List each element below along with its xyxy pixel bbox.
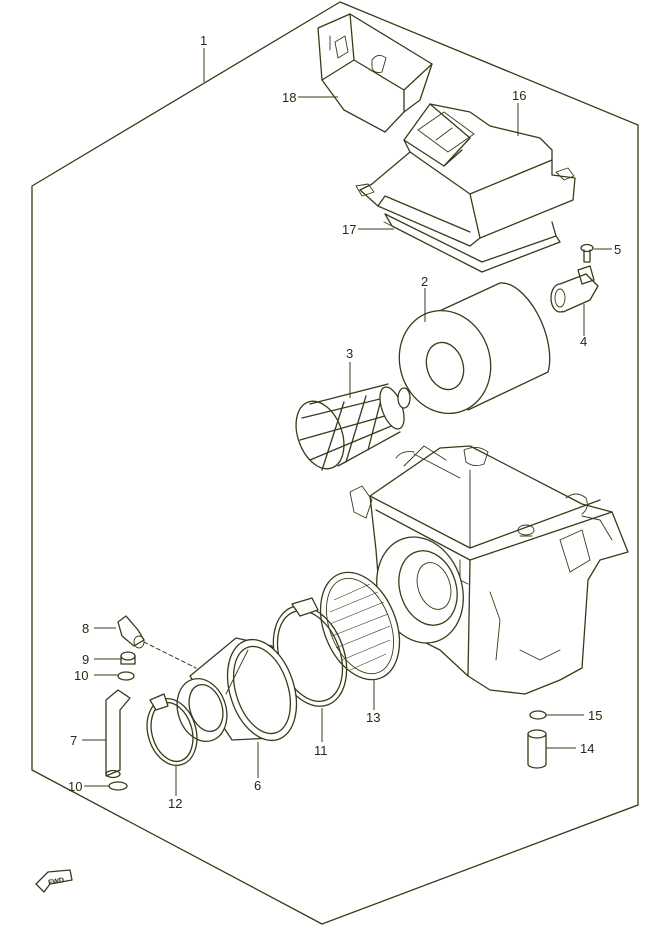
part-15-clip [529, 710, 547, 720]
label-part-3: 3 [346, 346, 353, 361]
label-part-13: 13 [366, 710, 380, 725]
label-part-6: 6 [254, 778, 261, 793]
label-part-17: 17 [342, 222, 356, 237]
part-4-joint [550, 265, 599, 313]
part-3-filter-cage [295, 383, 411, 471]
part-10-clip-top [117, 671, 135, 681]
label-part-16: 16 [512, 88, 526, 103]
part-12-clamp [146, 693, 198, 766]
assembly-outline [31, 1, 639, 925]
label-part-5: 5 [614, 242, 621, 257]
part-8-elbow [117, 615, 197, 669]
part-14-tube [527, 729, 547, 769]
part-2-filter-element [398, 282, 551, 415]
label-part-1: 1 [200, 33, 207, 48]
part-5-screw [580, 243, 594, 263]
label-part-4: 4 [580, 334, 587, 349]
part-10-clip-bottom [108, 781, 128, 791]
part-17-gasket [383, 213, 561, 273]
part-labels: 1 2 3 4 5 6 7 8 9 10 10 11 12 13 14 15 1… [68, 33, 621, 811]
label-part-18: 18 [282, 90, 296, 105]
label-part-9: 9 [82, 652, 89, 667]
label-part-10-top: 10 [74, 668, 88, 683]
label-part-14: 14 [580, 741, 594, 756]
part-16-cover [355, 103, 576, 247]
label-part-15: 15 [588, 708, 602, 723]
leader-lines [82, 48, 612, 796]
label-part-11: 11 [314, 743, 328, 758]
label-part-2: 2 [421, 274, 428, 289]
label-part-7: 7 [70, 733, 77, 748]
label-part-8: 8 [82, 621, 89, 636]
label-part-10-bottom: 10 [68, 779, 82, 794]
part-9-grommet [120, 651, 136, 665]
part-18-duct [317, 13, 433, 133]
fwd-label: FWD [48, 877, 65, 887]
part-6-boot [176, 637, 298, 742]
label-part-12: 12 [168, 796, 182, 811]
fwd-arrow: FWD [35, 869, 73, 893]
part-7-hose [105, 689, 131, 779]
